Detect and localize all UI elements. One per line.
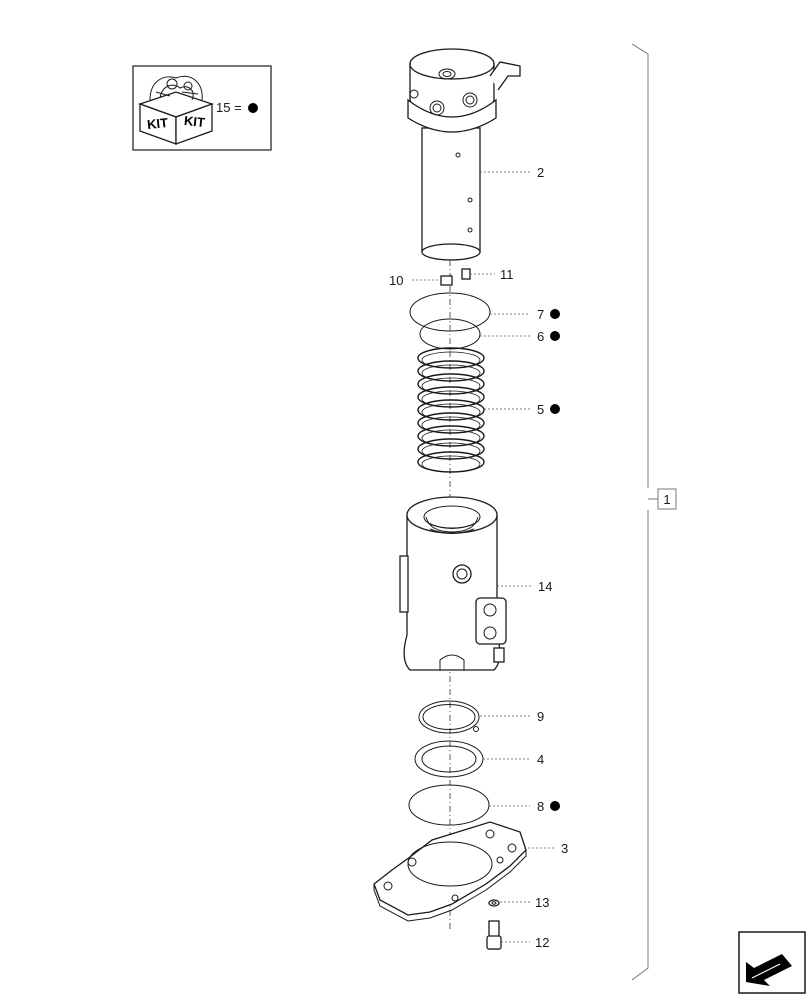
spring-coil-inner <box>421 429 481 447</box>
callout-11: 11 <box>500 267 514 282</box>
part-3-flange <box>373 821 527 922</box>
kit-marker-dot <box>248 103 258 113</box>
callout-3: 3 <box>561 841 568 856</box>
kit-box-icon: KIT KIT <box>138 75 214 145</box>
kit-label-right: KIT <box>183 113 205 130</box>
spring-coil-inner <box>421 442 481 460</box>
callout-13: 13 <box>535 895 549 910</box>
spring-coil-inner <box>421 416 481 434</box>
part-6-o-ring <box>419 318 481 350</box>
part-8-o-ring <box>408 784 490 826</box>
part-14-housing <box>399 496 507 671</box>
callout-10: 10 <box>389 273 403 288</box>
part-10-plug <box>440 275 453 286</box>
callout-6: 6 <box>537 329 544 344</box>
callout-2: 2 <box>537 165 544 180</box>
kit-marker-8 <box>550 801 560 811</box>
kit-equation: 15 = <box>216 100 242 115</box>
callout-8: 8 <box>537 799 544 814</box>
part-2-shaft <box>407 48 521 261</box>
kit-marker-5 <box>550 404 560 414</box>
callout-9: 9 <box>537 709 544 724</box>
kit-legend: KIT KIT 15 = <box>132 65 272 151</box>
spring-coil-inner <box>421 403 481 421</box>
spring-coil-inner <box>421 351 481 369</box>
kit-marker-7 <box>550 309 560 319</box>
kit-marker-6 <box>550 331 560 341</box>
spring-coil-inner <box>421 390 481 408</box>
part-4-washer <box>414 740 484 778</box>
spring-coil-inner <box>421 364 481 382</box>
part-9-snap-ring <box>418 700 480 734</box>
callout-7: 7 <box>537 307 544 322</box>
back-arrow-icon[interactable] <box>738 931 806 994</box>
part-5-spring <box>417 347 485 473</box>
part-12-bolt <box>486 920 502 950</box>
assembly-bracket: 1 <box>631 43 677 981</box>
spring-coil-inner <box>421 377 481 395</box>
assembly-label: 1 <box>663 492 670 507</box>
callout-14: 14 <box>538 579 552 594</box>
part-11-plug <box>461 268 471 280</box>
kit-label-left: KIT <box>146 115 168 132</box>
callout-4: 4 <box>537 752 544 767</box>
part-13-washer <box>488 899 500 907</box>
part-7-o-ring <box>409 292 491 332</box>
spring-coil-inner <box>421 455 481 473</box>
callout-12: 12 <box>535 935 549 950</box>
callout-5: 5 <box>537 402 544 417</box>
